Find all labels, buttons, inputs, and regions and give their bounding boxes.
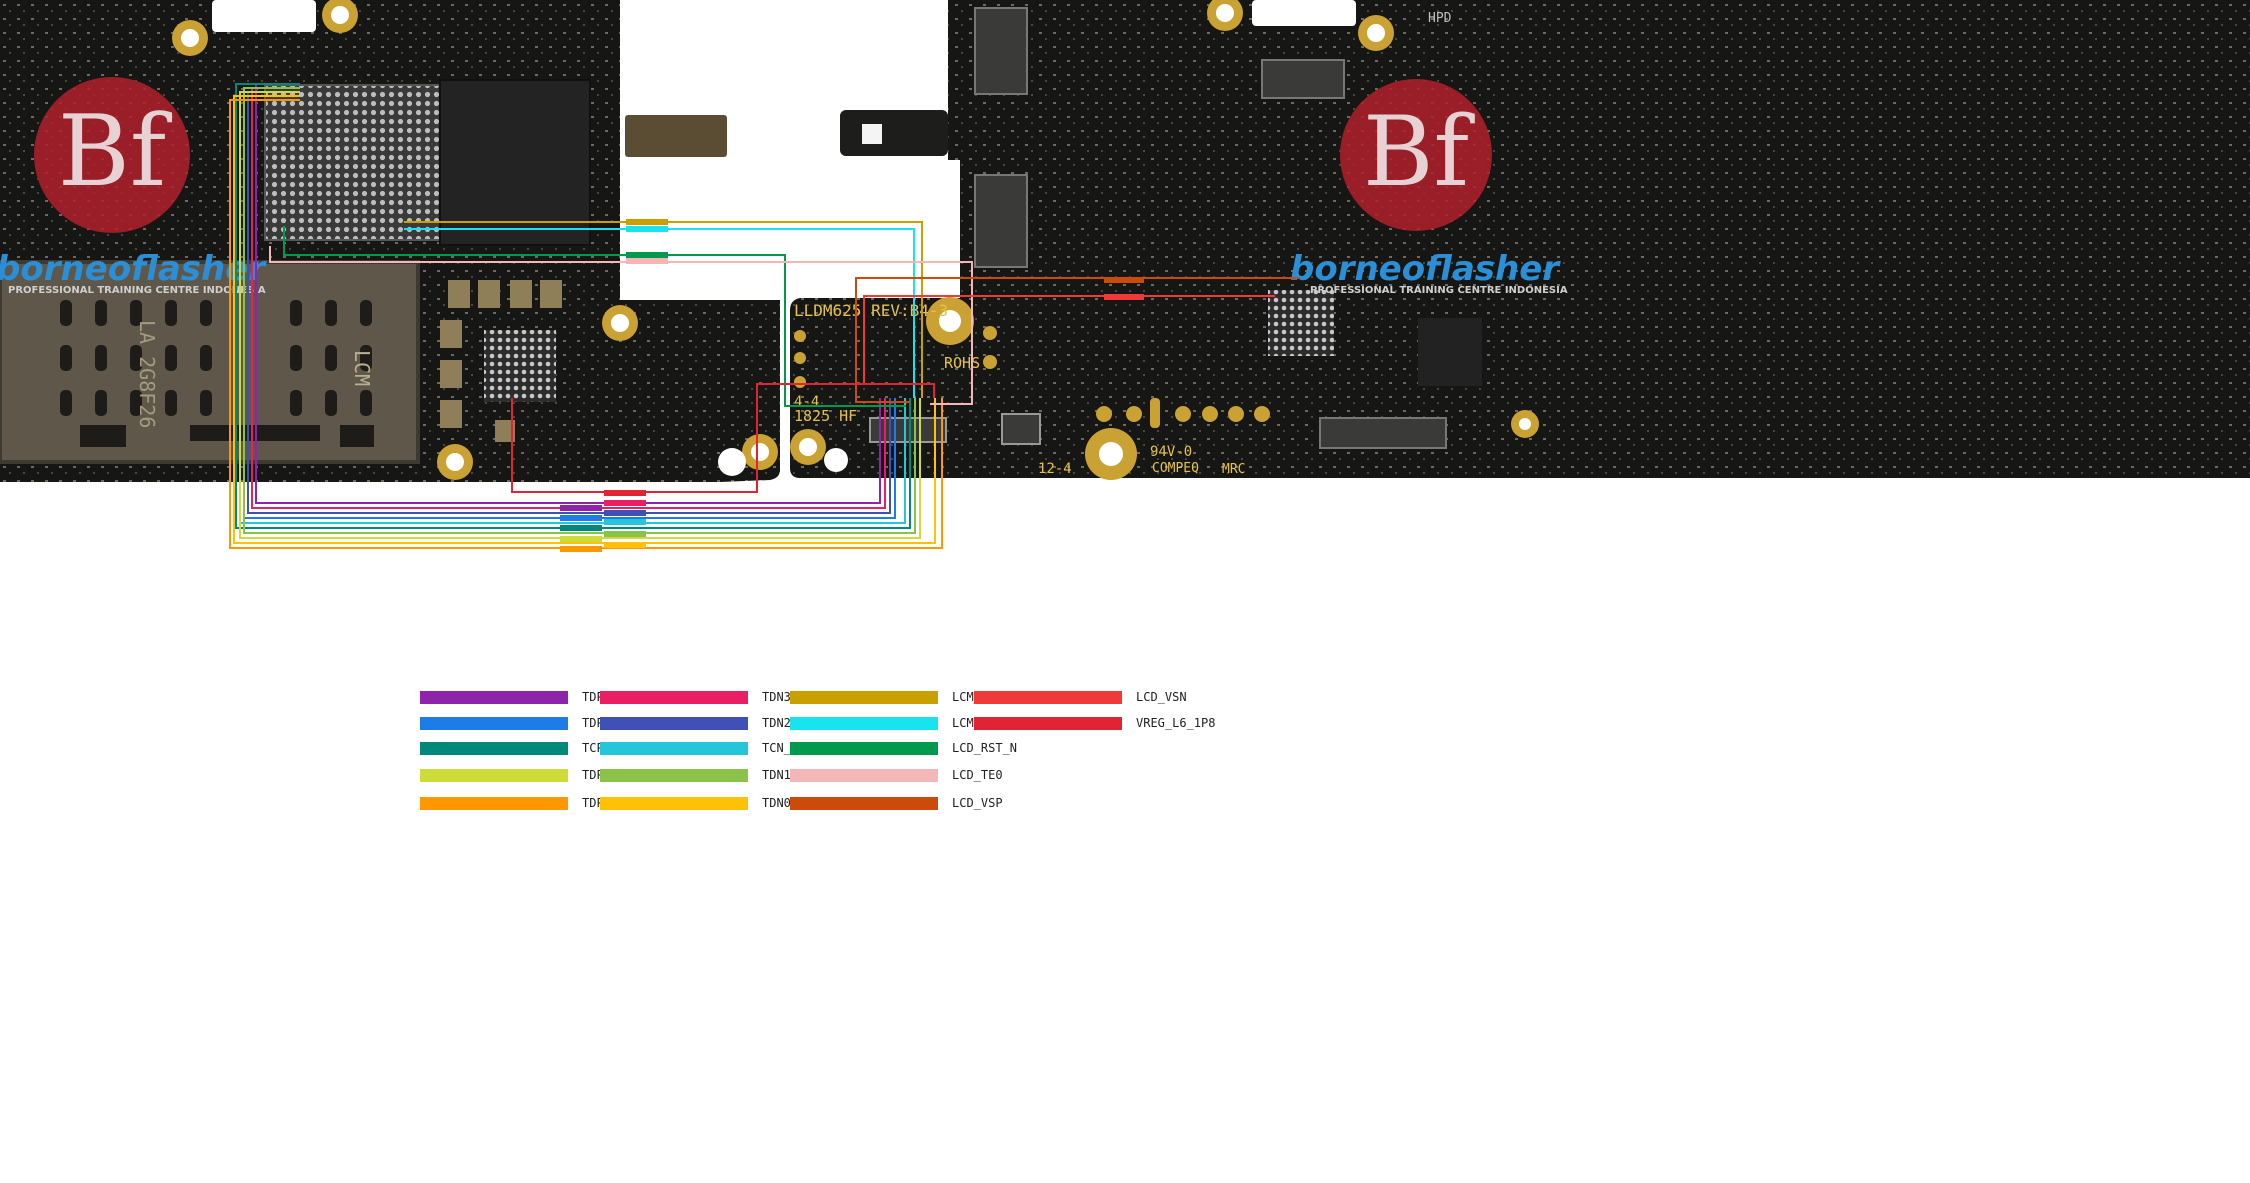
trace-tag-lcd-vsp	[1104, 277, 1144, 283]
trace-tag-tdn1-lcm	[604, 531, 646, 537]
hpd-silkscreen: HPD	[1428, 11, 1452, 26]
trace-lcd-vsp	[855, 277, 1300, 403]
mounting-holes-left	[172, 0, 778, 480]
soc-bga-chip	[264, 84, 441, 241]
pmic-bga-chip	[484, 330, 556, 402]
connector-block	[625, 115, 727, 157]
logo-mark-left: Bf	[58, 95, 173, 209]
memory-chip	[439, 79, 591, 246]
right-board-notch	[1252, 0, 1356, 26]
rohs-silkscreen: ROHS	[944, 354, 980, 372]
right-connector-top2	[974, 7, 1028, 95]
trace-lcd-te0	[269, 246, 973, 405]
sim-tray-slots	[60, 300, 374, 447]
trace-tag-vreg-l6-1p8	[604, 490, 646, 496]
trace-tag-tcn-lcm	[604, 519, 646, 525]
sim-code-silkscreen: LA 2G8F26	[135, 320, 159, 428]
left-board: LCM LA 2G8F26	[0, 0, 780, 482]
trace-tag-tdn3-lcm	[604, 500, 646, 506]
trace-tag-lcd-rst-n	[626, 252, 668, 258]
trace-tag-tcp-lcm	[560, 525, 602, 531]
logo-circle-left	[34, 77, 190, 233]
logo-mark-right: Bf	[1363, 96, 1476, 208]
trace-tag-tdn0-lcm	[604, 542, 646, 548]
trace-tag-tdp2-lcm	[560, 515, 602, 521]
trace-tag-tdn2-lcm	[604, 510, 646, 516]
right-ic	[1418, 318, 1482, 386]
lcd-connector	[869, 417, 947, 443]
logo-circle-right	[1340, 79, 1492, 231]
right-connector-bottom	[1319, 417, 1447, 449]
trace-vreg-l6-1p8	[511, 383, 935, 493]
trace-tag-lcd-te0	[626, 258, 668, 264]
watermark-brand-left: borneoflasher	[0, 249, 267, 289]
trace-tdp0-lcm	[229, 99, 943, 549]
rating-silkscreen: 94V-0	[1150, 444, 1192, 460]
watermark-brand-right: borneoflasher	[1290, 249, 1561, 289]
watermark-left: Bf borneoflasher PROFESSIONAL TRAINING C…	[0, 77, 267, 296]
mounting-holes-right	[790, 0, 1539, 480]
watermark-tagline-left: PROFESSIONAL TRAINING CENTRE INDONESIA	[8, 285, 266, 296]
watermark-tagline-right: PROFESSIONAL TRAINING CENTRE INDONESIA	[1310, 285, 1568, 296]
small-connector	[1001, 413, 1041, 445]
left-board-notch	[212, 0, 316, 32]
trace-tag-lcm-id1	[626, 226, 668, 232]
lcm-silkscreen: LCM	[350, 350, 374, 386]
trace-tag-tdp0-lcm	[560, 546, 602, 552]
trace-tag-tdp1-lcm	[560, 536, 602, 542]
trace-lcm-id1	[404, 228, 915, 398]
trace-lcd-rst-n	[283, 226, 906, 407]
trace-tag-tdp3-lcm	[560, 505, 602, 511]
trace-tdn0-lcm	[233, 95, 936, 544]
right-bga-chip	[1268, 290, 1334, 356]
mrc-silkscreen: MRC	[1222, 462, 1245, 477]
trace-tag-lcm-id0	[626, 219, 668, 225]
maker-silkscreen: COMPEQ	[1152, 461, 1199, 476]
right-board: LLDM625 REV:B4-3 ROHS 4-4 1825 HF 12-4 9…	[790, 0, 2250, 480]
trace-tdp1-lcm	[239, 91, 921, 539]
trace-lcm-id0	[404, 221, 923, 398]
trace-tag-lcd-vsn	[1104, 294, 1144, 300]
trace-tdn1-lcm	[243, 87, 916, 534]
board-model-silkscreen: LLDM625 REV:B4-3	[794, 301, 948, 320]
flash-led	[862, 124, 882, 144]
trace-tcp-lcm	[235, 83, 911, 529]
date-code-silkscreen: 1825 HF	[794, 407, 857, 425]
camera-flex	[840, 110, 948, 156]
watermark-right: Bf borneoflasher PROFESSIONAL TRAINING C…	[1290, 79, 1568, 296]
code-12-4-silkscreen: 12-4	[1038, 461, 1072, 477]
signal-traces	[229, 83, 1300, 549]
right-board-outline	[790, 0, 2250, 478]
passive-components	[440, 280, 562, 442]
gold-pads	[794, 326, 1270, 428]
right-connector-top	[1261, 59, 1345, 99]
trace-tags	[560, 219, 1144, 552]
right-connector-mid	[974, 174, 1028, 268]
